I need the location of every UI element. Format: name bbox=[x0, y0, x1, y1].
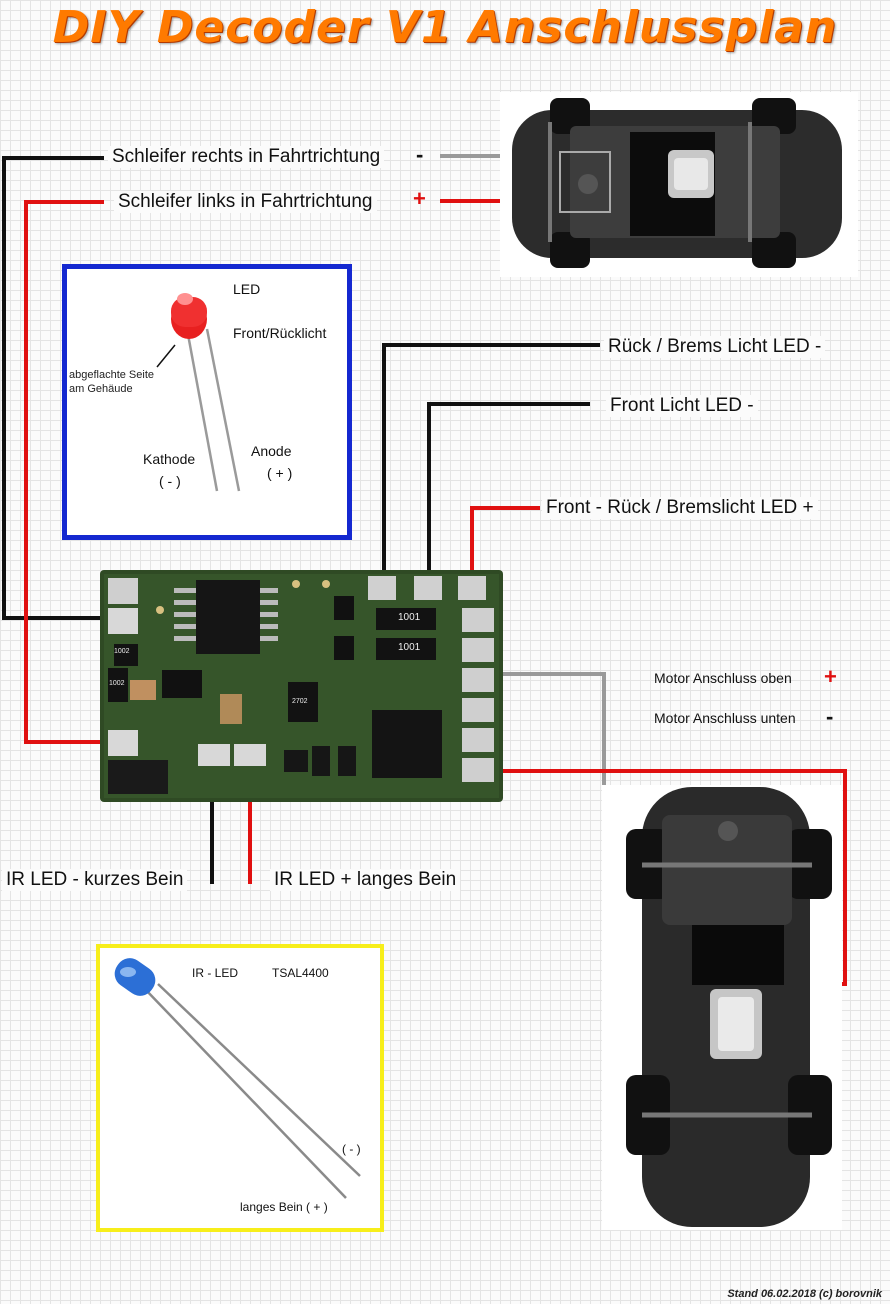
label-ir-kurz: IR LED - kurzes Bein bbox=[2, 869, 188, 891]
decoder-pcb-photo: 1001 1001 1002 2702 1002 bbox=[100, 570, 503, 802]
resistor-label-1: 1001 bbox=[398, 612, 421, 623]
label-schleifer-rechts: Schleifer rechts in Fahrtrichtung bbox=[108, 146, 385, 168]
wire-rueck-brems bbox=[382, 343, 600, 588]
page-title: DIY Decoder V1 Anschlussplan bbox=[52, 2, 838, 53]
label-front-licht: Front Licht LED - bbox=[606, 395, 758, 417]
ir-led-label: IR - LED bbox=[192, 966, 239, 980]
led-label: LED bbox=[233, 281, 261, 297]
wire-schleifer-rechts bbox=[2, 156, 118, 620]
ir-led-info-box: IR - LED TSAL4400 ( - ) langes Bein ( + … bbox=[96, 944, 384, 1232]
sign-motor-unten: - bbox=[826, 704, 834, 729]
anode-sign: ( + ) bbox=[267, 465, 293, 481]
car-chassis-top-drawing bbox=[512, 98, 842, 268]
wire-front-licht bbox=[427, 402, 590, 588]
sign-schleifer-rechts: - bbox=[416, 142, 424, 167]
car-chassis-top-photo bbox=[500, 92, 858, 277]
label-front-rueck-brems: Front - Rück / Bremslicht LED + bbox=[542, 497, 818, 519]
wire-front-rueck-plus bbox=[470, 506, 540, 588]
label-motor-oben: Motor Anschluss oben bbox=[654, 670, 792, 686]
ir-langes-bein-label: langes Bein ( + ) bbox=[240, 1200, 328, 1214]
red-led-drawing bbox=[156, 293, 241, 492]
resistor-label-5: 2702 bbox=[292, 698, 308, 705]
led-flat-side-label-1: abgeflachte Seite bbox=[69, 369, 155, 381]
ir-led-drawing bbox=[114, 958, 361, 1199]
label-motor-unten: Motor Anschluss unten bbox=[654, 710, 796, 726]
sign-schleifer-links: + bbox=[413, 186, 426, 211]
label-schleifer-links: Schleifer links in Fahrtrichtung bbox=[114, 191, 377, 213]
resistor-label-3: 1002 bbox=[114, 648, 130, 655]
sign-motor-oben: + bbox=[824, 664, 837, 689]
kathode-label: Kathode bbox=[143, 451, 196, 467]
wire-schleifer-links bbox=[24, 200, 118, 744]
footer-stand: Stand 06.02.2018 (c) borovnik bbox=[727, 1288, 882, 1300]
kathode-sign: ( - ) bbox=[159, 473, 181, 489]
label-rueck-brems: Rück / Brems Licht LED - bbox=[604, 336, 826, 358]
led-info-box: LED Front/Rücklicht abgeflachte Seite am… bbox=[62, 264, 352, 540]
led-flat-side-label-2: am Gehäude bbox=[69, 383, 133, 395]
ir-part-label: TSAL4400 bbox=[272, 966, 329, 980]
resistor-label-2: 1001 bbox=[398, 642, 421, 653]
label-ir-lang: IR LED + langes Bein bbox=[270, 869, 461, 891]
car-chassis-bottom-photo bbox=[602, 785, 842, 1230]
resistor-label-4: 1002 bbox=[109, 680, 125, 687]
car-chassis-bottom-drawing bbox=[626, 787, 832, 1227]
ir-minus-label: ( - ) bbox=[342, 1142, 361, 1156]
led-front-rueck-label: Front/Rücklicht bbox=[233, 325, 327, 341]
decoder-pcb-drawing bbox=[100, 570, 503, 802]
anode-label: Anode bbox=[251, 443, 292, 459]
